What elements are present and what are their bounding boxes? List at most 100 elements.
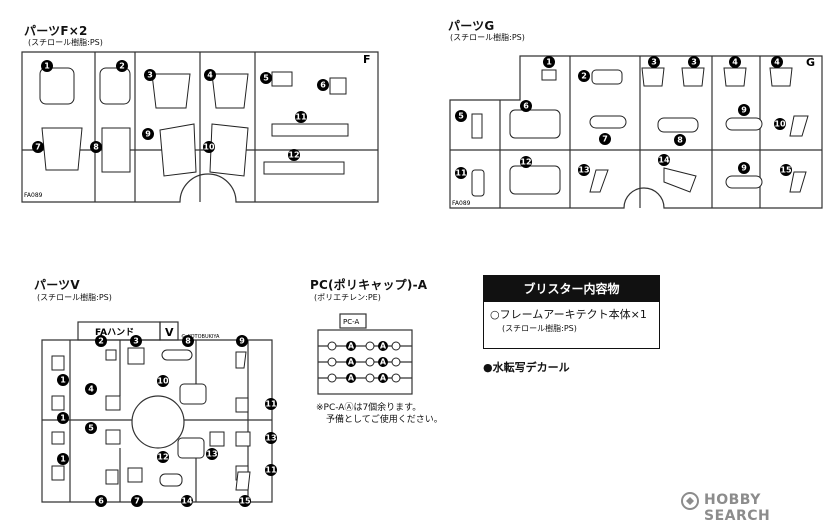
parts-g-title: パーツG [448, 19, 495, 33]
pc-marker-a [346, 341, 356, 351]
hobby-search-watermark: HOBBY SEARCH [680, 490, 828, 524]
pc-marker-a-label: A [348, 358, 355, 367]
part-v-12 [177, 437, 205, 459]
part-g-number-4b [771, 56, 783, 68]
part-g-4b [769, 67, 793, 87]
runner-v-frame [41, 339, 273, 503]
part-g-number-5 [455, 110, 467, 122]
part-g-number-15-label: 15 [780, 166, 792, 175]
parts-f-title: パーツF×2 [24, 24, 88, 38]
part-v-number-13b-label: 13 [206, 450, 217, 459]
part-v-number-14 [181, 495, 193, 507]
part-v-number-11a-label: 11 [265, 400, 277, 409]
part-g-4a [723, 67, 747, 87]
part-g-15 [789, 171, 807, 193]
part-g-10 [789, 115, 809, 137]
part-v-number-8-label: 8 [185, 337, 191, 346]
part-v-4 [105, 395, 121, 411]
pc-marker-a-label: A [348, 374, 355, 383]
blister-contents-box: ブリスター内容物 ○フレームアーキテクト本体×1 (スチロール樹脂:PS) [483, 275, 660, 349]
part-v-6 [105, 469, 119, 485]
part-g-number-4a [729, 56, 741, 68]
runner-pc-markers: A A A A A A [346, 341, 388, 383]
part-v-number-11a [265, 398, 277, 410]
pc-spare-note-line2: 予備としてご使用ください。 [326, 415, 443, 425]
pc-part [391, 357, 401, 367]
part-v-number-12-label: 12 [157, 453, 168, 462]
pc-marker-a-label: A [380, 358, 387, 367]
pc-marker-a [378, 373, 388, 383]
part-v-number-13a-label: 13 [265, 434, 276, 443]
part-g-number-2-label: 2 [581, 72, 587, 81]
part-f-number-9-label: 9 [145, 130, 151, 139]
pc-part [365, 373, 375, 383]
part-g-3a [641, 67, 665, 87]
part-v-number-11b [265, 464, 277, 476]
part-g-number-2 [578, 70, 590, 82]
part-f-3 [151, 73, 191, 109]
part-v-1b [51, 395, 65, 411]
part-v-number-3 [130, 335, 142, 347]
part-v-number-3-label: 3 [133, 337, 139, 346]
part-f-7 [41, 127, 83, 171]
part-g-1 [541, 69, 557, 81]
part-g-number-7-label: 7 [602, 135, 608, 144]
part-g-number-3b [688, 56, 700, 68]
part-v-9 [235, 351, 247, 369]
part-f-2 [99, 67, 131, 105]
part-g-number-12 [520, 156, 532, 168]
runner-v-center-ring [131, 395, 185, 449]
part-v-number-4 [85, 383, 97, 395]
blister-item-decal: ●水転写デカール [483, 361, 570, 374]
part-f-number-7 [32, 141, 44, 153]
hobby-search-brand: HOBBY SEARCH [704, 492, 771, 524]
part-v-number-9-label: 9 [239, 337, 245, 346]
part-f-number-5 [260, 72, 272, 84]
runner-pc-parts [327, 341, 401, 383]
part-g-7 [589, 115, 627, 129]
hobby-search-logo-icon [681, 492, 699, 510]
runner-v-tag: V [165, 326, 174, 339]
part-f-number-5-label: 5 [263, 74, 269, 83]
part-v-number-1a [57, 374, 69, 386]
runner-g-code: FA089 [452, 200, 471, 207]
part-v-number-10 [157, 375, 169, 387]
part-v-number-2-label: 2 [98, 337, 104, 346]
pc-title: PC(ポリキャップ)-A [310, 278, 428, 292]
runner-g-gates [450, 56, 822, 208]
part-v-8 [161, 349, 193, 361]
part-v-number-9 [236, 335, 248, 347]
blister-header: ブリスター内容物 [484, 276, 659, 302]
part-f-number-3-label: 3 [147, 71, 153, 80]
part-g-number-12-label: 12 [520, 158, 531, 167]
pc-part [327, 341, 337, 351]
part-v-number-7 [131, 495, 143, 507]
part-v-11a [235, 397, 249, 413]
part-g-number-6-label: 6 [523, 102, 529, 111]
part-v-number-5 [85, 422, 97, 434]
part-v-1a [51, 355, 65, 371]
part-v-number-10-label: 10 [157, 377, 169, 386]
pc-spare-note: ※PC-AⒶは7個余ります。 予備としてご使用ください。 [316, 402, 443, 426]
part-g-number-4a-label: 4 [732, 58, 738, 67]
part-g-3b [681, 67, 705, 87]
part-f-number-6 [317, 79, 329, 91]
part-g-number-14 [658, 154, 670, 166]
part-f-11 [271, 123, 349, 137]
part-v-number-7-label: 7 [134, 497, 140, 506]
runner-f-tag: F [363, 53, 371, 66]
part-f-number-8 [90, 141, 102, 153]
part-g-2 [591, 69, 623, 85]
part-f-8 [101, 127, 131, 173]
part-g-12 [509, 165, 561, 195]
part-v-number-1b-label: 1 [60, 414, 66, 423]
part-v-number-13a [265, 432, 277, 444]
pc-part [327, 373, 337, 383]
part-v-number-1c-label: 1 [60, 455, 66, 464]
part-f-number-4-label: 4 [207, 71, 213, 80]
parts-g-material: (スチロール樹脂:PS) [450, 33, 525, 42]
part-v-5 [105, 429, 121, 445]
part-f-9 [159, 123, 197, 177]
part-v-number-11b-label: 11 [265, 466, 277, 475]
part-f-number-12 [288, 149, 300, 161]
